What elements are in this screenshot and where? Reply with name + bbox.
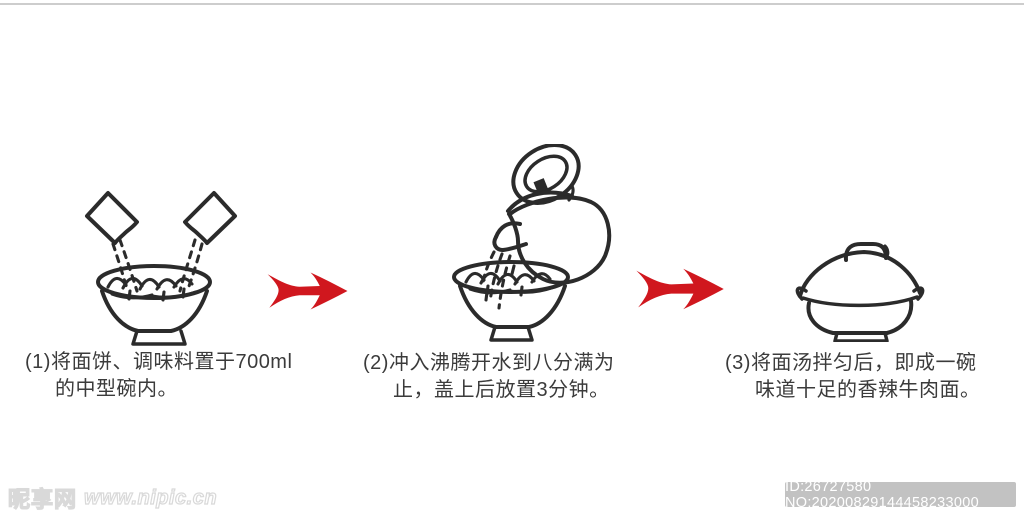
kettle-icon [492,144,612,285]
noodles-icon [106,276,198,302]
step1-illustration-bowl-with-packets [85,191,237,346]
noodle-bowl-icon [96,264,212,346]
step1-caption: (1)将面饼、调味料置于700ml 的中型碗内。 [25,351,293,400]
step3-caption: (3)将面汤拌匀后，即成一碗 味道十足的香辣牛肉面。 [725,352,981,401]
image-id-bar: ID:26727580 NO:20200829144458233000 [785,479,1016,511]
arrow-step1-to-step2-icon [267,272,348,310]
step3-illustration-covered-bowl [795,242,925,342]
seasoning-packet-left-icon [85,191,139,293]
arrow-step2-to-step3-icon [636,268,724,310]
image-id-text: ID:26727580 NO:20200829144458233000 [785,478,979,511]
top-divider [0,3,1024,5]
seasoning-packet-right-icon [178,191,237,293]
covered-pot-icon [795,242,925,342]
noodle-bowl-icon [452,260,570,342]
step2-illustration-kettle-and-bowl [452,144,612,342]
step2-caption: (2)冲入沸腾开水到八分满为 止，盖上后放置3分钟。 [363,352,615,401]
watermark-site-name: 昵享网 [7,486,78,512]
nipic-watermark: 昵享网 www.nipic.cn [7,486,218,513]
noodles-icon [464,271,556,297]
watermark-site-url: www.nipic.cn [83,486,218,509]
